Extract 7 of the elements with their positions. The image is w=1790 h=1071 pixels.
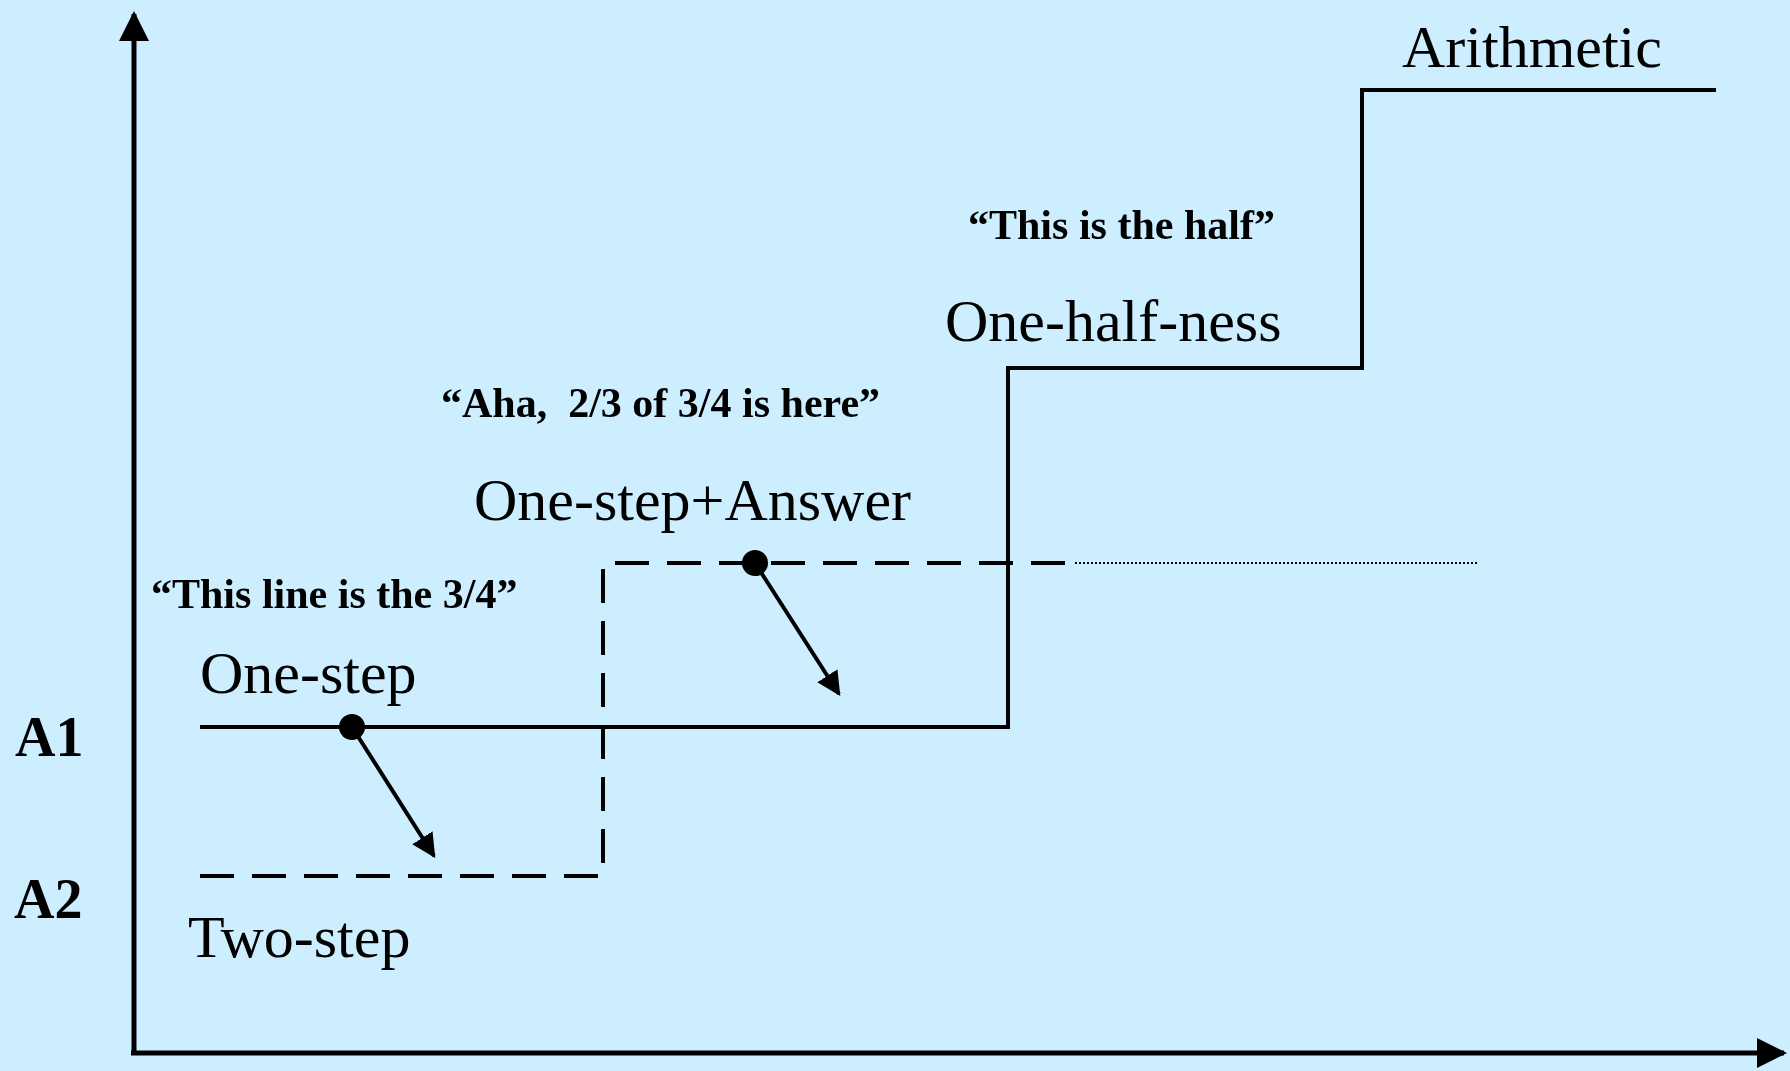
level-label: Arithmetic: [1402, 17, 1662, 77]
annotation-quote: “Aha, 2/3 of 3/4 is here”: [441, 381, 881, 424]
annotation-quote: “This is the half”: [968, 203, 1275, 246]
axis-label: A2: [14, 871, 83, 928]
level-label: One-half-ness: [945, 291, 1282, 351]
axis-label: A1: [15, 709, 84, 766]
annotation-quote: “This line is the 3/4”: [151, 572, 518, 615]
